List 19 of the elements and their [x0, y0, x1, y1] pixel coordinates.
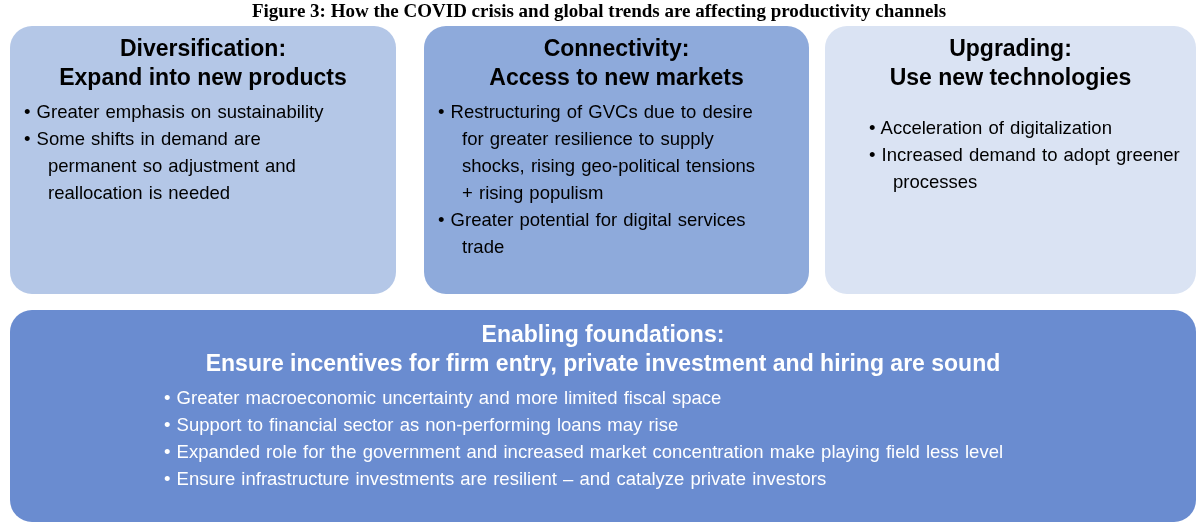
bullet-item: • Support to financial sector as non-performing loans may rise — [164, 413, 680, 437]
bullet-item: • Ensure infrastructure investments are resilient – and catalyze private investors — [164, 467, 828, 491]
bullet-item: • Expanded role for the government and increased market concentration make playing field less level — [164, 440, 1005, 464]
panel-heading: Diversification: Expand into new products — [59, 34, 347, 92]
bullet-item: • Acceleration of digitalization — [869, 116, 1113, 140]
category-panel — [825, 26, 1196, 294]
bullet-item: • Increased demand to adopt greener processes — [869, 143, 1181, 194]
panel-heading: Upgrading: Use new technologies — [889, 34, 1132, 92]
panel-heading: Connectivity: Access to new markets — [489, 34, 744, 92]
category-panel — [10, 26, 396, 294]
category-panel — [424, 26, 809, 294]
bullet-item: • Restructuring of GVCs due to desire for greater resilience to supply shocks, rising geo-political tensions + rising populism — [438, 100, 757, 205]
bullet-item: • Some shifts in demand are permanent so adjustment and reallocation is needed — [24, 127, 297, 205]
bullet-item: • Greater potential for digital services trade — [438, 208, 747, 259]
figure-title: Figure 3: How the COVID crisis and global trends are affecting productivity channels — [250, 0, 948, 22]
panel-heading: Enabling foundations: Ensure incentives for firm entry, private investment and hiring are sound — [205, 320, 1001, 378]
bullet-item: • Greater emphasis on sustainability — [24, 100, 325, 124]
bullet-item: • Greater macroeconomic uncertainty and more limited fiscal space — [164, 386, 723, 410]
category-panel — [10, 310, 1196, 522]
